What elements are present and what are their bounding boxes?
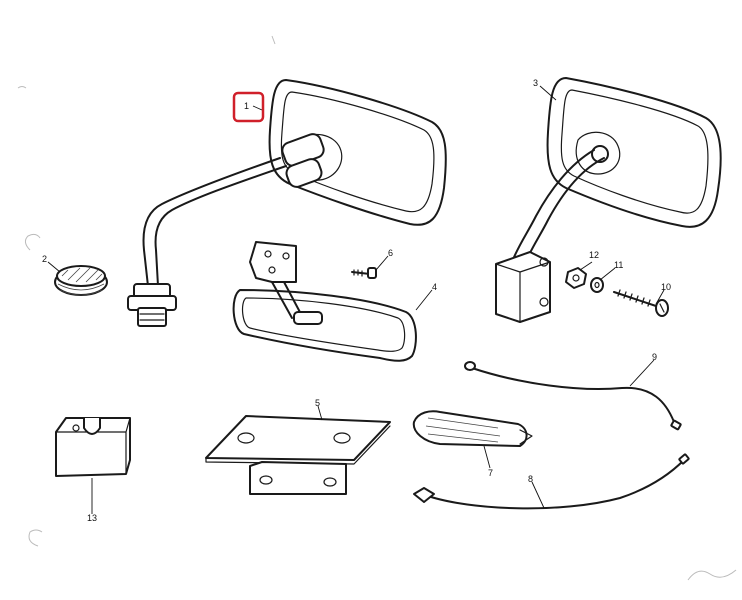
part-number-1[interactable]: 1 — [244, 101, 249, 111]
part-8-cable[interactable] — [413, 453, 690, 510]
part-12-nut[interactable] — [565, 267, 587, 289]
part-number-8[interactable]: 8 — [528, 474, 533, 484]
part-9-cable[interactable] — [464, 361, 682, 431]
part-1-door-mirror-left[interactable] — [127, 79, 447, 327]
part-2-grommet[interactable] — [54, 265, 108, 296]
part-7-lamp-lens[interactable] — [412, 410, 533, 447]
part-4-interior-mirror[interactable] — [232, 241, 417, 362]
part-number-6[interactable]: 6 — [388, 248, 393, 258]
part-10-screw[interactable] — [613, 289, 669, 317]
part-11-washer[interactable] — [590, 277, 604, 293]
part-number-11[interactable]: 11 — [614, 260, 623, 270]
scan-artifacts — [17, 35, 737, 581]
part-number-13[interactable]: 13 — [87, 513, 97, 523]
part-number-9[interactable]: 9 — [652, 352, 657, 362]
part-number-10[interactable]: 10 — [661, 282, 671, 292]
part-labels: 1 2 3 4 5 6 7 8 9 10 11 12 13 — [42, 78, 671, 523]
part-number-2[interactable]: 2 — [42, 254, 47, 264]
part-number-7[interactable]: 7 — [488, 468, 493, 478]
part-13-bracket[interactable] — [55, 417, 131, 477]
part-3-door-mirror-right[interactable] — [495, 77, 722, 323]
part-5-mounting-plate[interactable] — [205, 415, 391, 495]
part-number-3[interactable]: 3 — [533, 78, 538, 88]
leader-lines — [47, 85, 665, 514]
part-number-4[interactable]: 4 — [432, 282, 437, 292]
part-6-screw[interactable] — [351, 267, 377, 279]
part-number-5[interactable]: 5 — [315, 398, 320, 408]
selected-part-highlight[interactable] — [232, 91, 265, 123]
part-number-12[interactable]: 12 — [589, 250, 599, 260]
